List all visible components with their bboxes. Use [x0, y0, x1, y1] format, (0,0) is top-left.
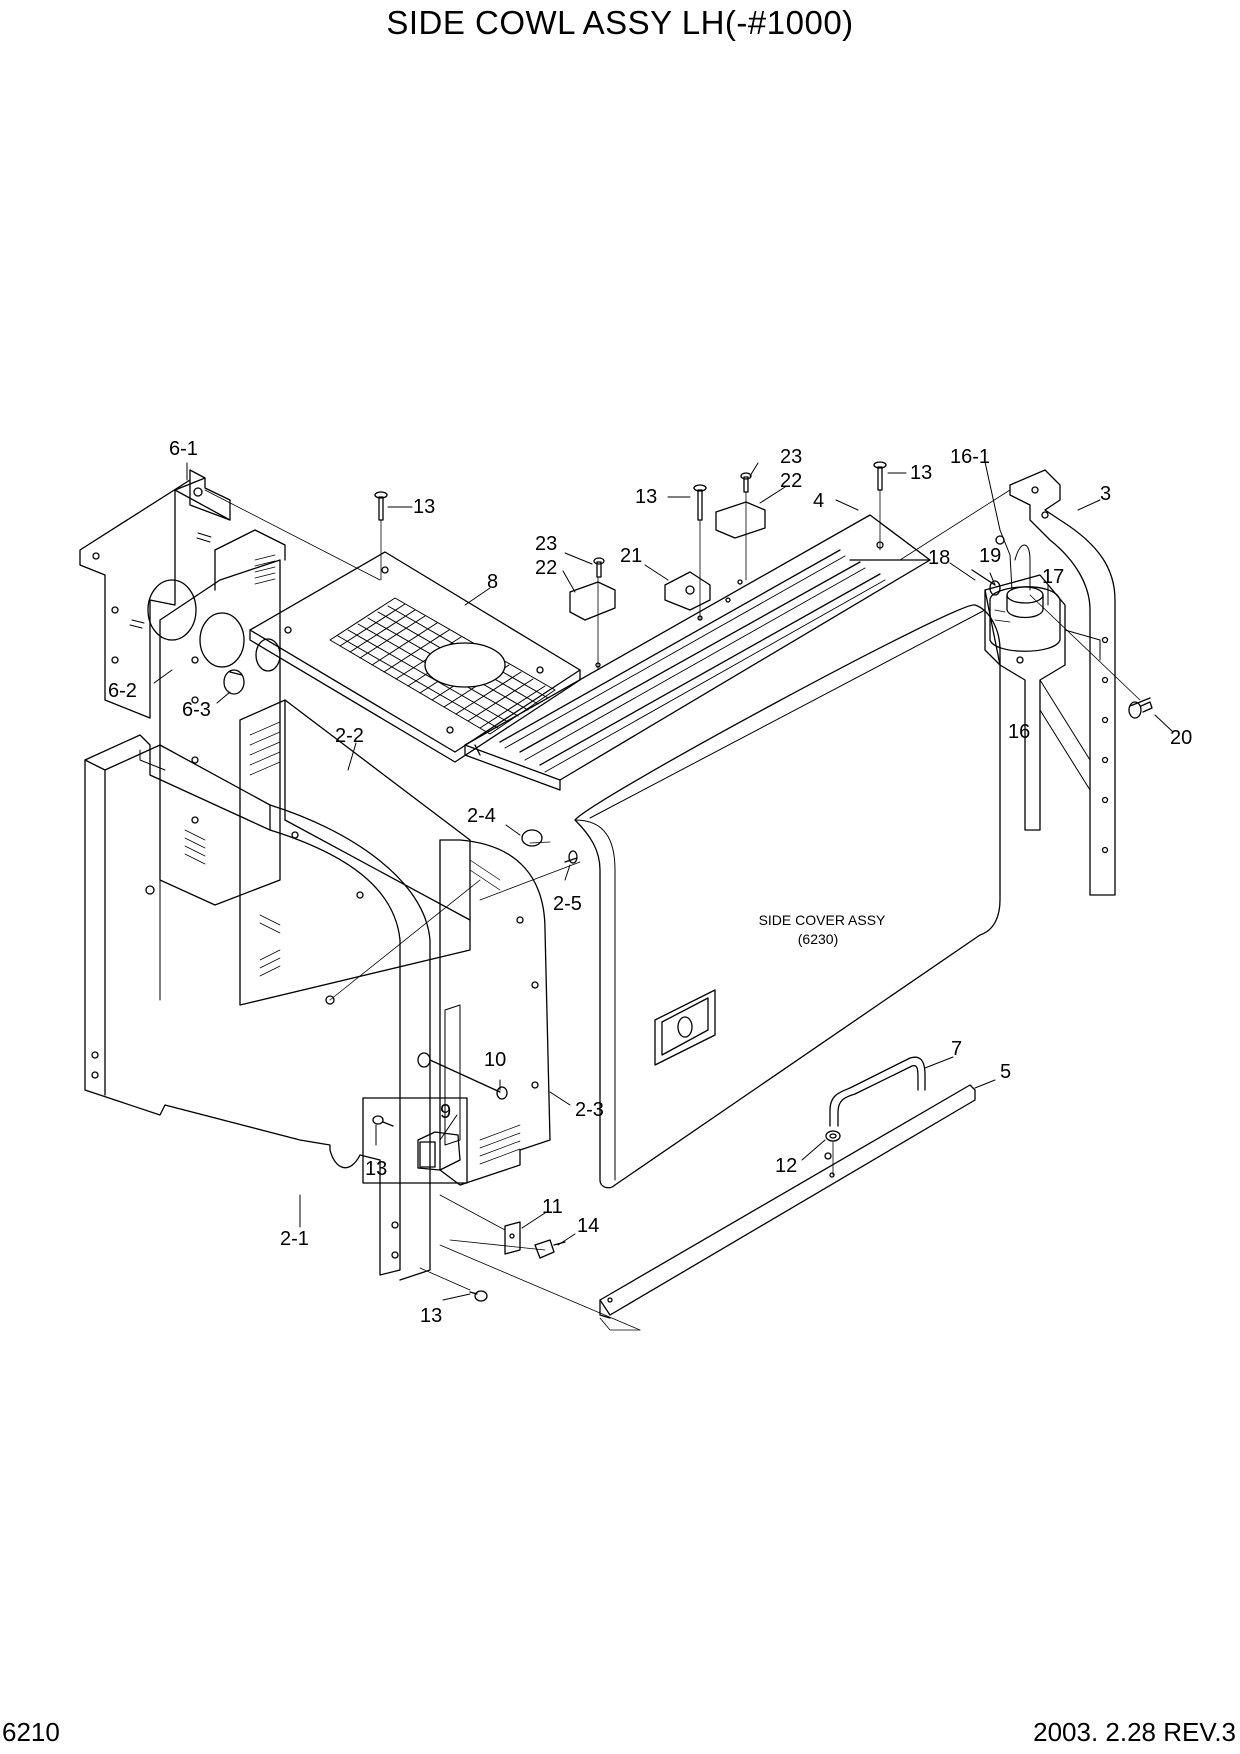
callout-3: 3 — [1100, 483, 1111, 505]
callout-22-b: 22 — [780, 470, 802, 492]
page-title: SIDE COWL ASSY LH(-#1000) — [386, 4, 854, 41]
callout-18: 18 — [928, 547, 950, 569]
callout-14: 14 — [577, 1215, 599, 1237]
assembly-lines — [204, 489, 1141, 1331]
callout-16-1: 16-1 — [950, 446, 990, 468]
part-4-top-rail — [464, 514, 931, 791]
page-number: 6210 — [2, 1717, 60, 1747]
callout-2-3: 2-3 — [575, 1099, 604, 1121]
callout-5: 5 — [1000, 1061, 1011, 1083]
callout-13-latch: 13 — [365, 1158, 387, 1180]
part-2-1-frame — [84, 734, 431, 1281]
callout-9: 9 — [440, 1101, 451, 1123]
callout-11: 11 — [542, 1196, 563, 1218]
callout-16: 16 — [1008, 721, 1030, 743]
callout-13-top: 13 — [910, 462, 932, 484]
part-14-bolt — [534, 1239, 566, 1259]
part-5-rail — [599, 1084, 976, 1319]
part-6-1-bracket — [79, 469, 231, 719]
part-2-2-panel — [239, 699, 471, 1006]
callout-13-bottom: 13 — [420, 1305, 442, 1327]
part-6-2-panel — [147, 529, 286, 906]
side-cover-assy — [574, 604, 1001, 1189]
callout-12: 12 — [775, 1155, 797, 1177]
leader-lines — [153, 461, 1173, 1301]
callout-21: 21 — [620, 545, 642, 567]
side-cover-note-line2: (6230) — [798, 931, 838, 947]
part-20-bolt — [1128, 697, 1153, 719]
callout-2-1: 2-1 — [280, 1228, 309, 1250]
callout-labels: 6-1 6-2 6-3 13 8 23 22 21 13 23 22 4 13 … — [108, 438, 1192, 1327]
part-22-clips — [569, 501, 766, 621]
callout-23-b: 23 — [780, 446, 802, 468]
callout-22-a: 22 — [535, 557, 557, 579]
callout-23-a: 23 — [535, 533, 557, 555]
part-3-bracket — [1009, 469, 1116, 896]
part-21-bracket — [664, 571, 711, 611]
callout-19: 19 — [979, 545, 1001, 567]
part-9-latch — [362, 1097, 468, 1184]
callout-8: 8 — [487, 571, 498, 593]
side-cover-note-line1: SIDE COVER ASSY — [759, 912, 886, 928]
callout-13-rail: 13 — [635, 486, 657, 508]
callout-6-3: 6-3 — [182, 699, 211, 721]
side-cover-note: SIDE COVER ASSY (6230) — [759, 912, 886, 947]
part-18-hose-clamp — [971, 569, 1001, 596]
callout-13-grille: 13 — [413, 496, 435, 518]
bolt-symbols — [372, 461, 887, 1302]
callout-2-5: 2-5 — [553, 893, 582, 915]
part-11-bracket — [504, 1221, 521, 1255]
side-cover-latch — [654, 989, 716, 1066]
callout-6-2: 6-2 — [108, 680, 137, 702]
callout-10: 10 — [484, 1049, 506, 1071]
revision-date: 2003. 2.28 REV.3 — [1033, 1717, 1236, 1747]
callout-17: 17 — [1042, 566, 1064, 588]
callout-7: 7 — [951, 1038, 962, 1060]
part-2-3-panel — [439, 829, 551, 1186]
callout-20: 20 — [1170, 727, 1192, 749]
callout-2-4: 2-4 — [467, 805, 496, 827]
callout-6-1: 6-1 — [169, 438, 198, 460]
part-12-nut — [825, 1130, 841, 1142]
part-8-grille-plate — [249, 551, 581, 763]
callout-2-2: 2-2 — [335, 725, 364, 747]
callout-4: 4 — [813, 490, 824, 512]
part-7-handle — [829, 1056, 926, 1127]
